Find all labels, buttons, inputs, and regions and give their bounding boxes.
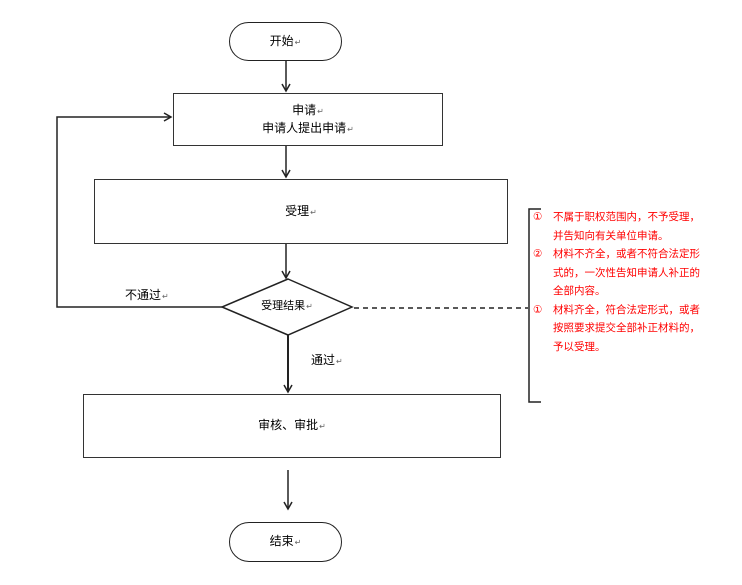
paragraph-mark: ↵ [317, 106, 324, 116]
accept-node: 受理↵ [94, 179, 508, 244]
note-item: ② 材料不齐全，或者不符合法定形式的，一次性告知申请人补正的全部内容。 [533, 245, 703, 301]
note-number: ② [533, 248, 543, 260]
accept-label: 受理 [285, 203, 310, 218]
paragraph-mark: ↵ [306, 302, 313, 311]
note-text: 不属于职权范围内，不予受理，并告知向有关单位申请。 [553, 211, 700, 242]
note-bracket [528, 208, 541, 403]
note-text: 材料不齐全，或者不符合法定形式的，一次性告知申请人补正的全部内容。 [553, 248, 700, 297]
pass-edge-label: 通过↵ [311, 352, 343, 370]
apply-subtitle: 申请人提出申请 [262, 120, 347, 135]
pass-label-text: 通过 [311, 353, 336, 367]
start-label: 开始 [269, 33, 294, 48]
fail-label-text: 不通过 [125, 288, 162, 302]
review-node: 审核、审批↵ [83, 394, 501, 458]
arrow-fail-loop [56, 112, 222, 308]
review-label: 审核、审批 [258, 418, 319, 432]
note-item: ① 材料齐全，符合法定形式，或者按照要求提交全部补正材料的，予以受理。 [533, 301, 703, 357]
paragraph-mark: ↵ [347, 124, 354, 134]
fail-edge-label: 不通过↵ [125, 287, 169, 305]
start-node: 开始↵ [229, 22, 342, 61]
decision-label: 受理结果 [261, 299, 306, 312]
result-notes: ① 不属于职权范围内，不予受理，并告知向有关单位申请。 ② 材料不齐全，或者不符… [533, 208, 703, 356]
note-number: ① [533, 303, 543, 316]
decision-label-wrap: 受理结果↵ [222, 298, 352, 315]
paragraph-mark: ↵ [294, 37, 302, 47]
paragraph-mark: ↵ [294, 538, 302, 547]
paragraph-mark: ↵ [319, 422, 326, 431]
apply-node: 申请↵ 申请人提出申请↵ [173, 93, 443, 146]
paragraph-mark: ↵ [162, 292, 169, 301]
note-number: ① [533, 211, 543, 223]
paragraph-mark: ↵ [310, 207, 317, 217]
end-label: 结束 [269, 534, 294, 548]
paragraph-mark: ↵ [336, 357, 343, 366]
note-text: 材料齐全，符合法定形式，或者按照要求提交全部补正材料的，予以受理。 [553, 303, 700, 353]
end-node: 结束↵ [229, 522, 342, 562]
apply-title: 申请 [292, 102, 317, 117]
note-item: ① 不属于职权范围内，不予受理，并告知向有关单位申请。 [533, 208, 703, 245]
